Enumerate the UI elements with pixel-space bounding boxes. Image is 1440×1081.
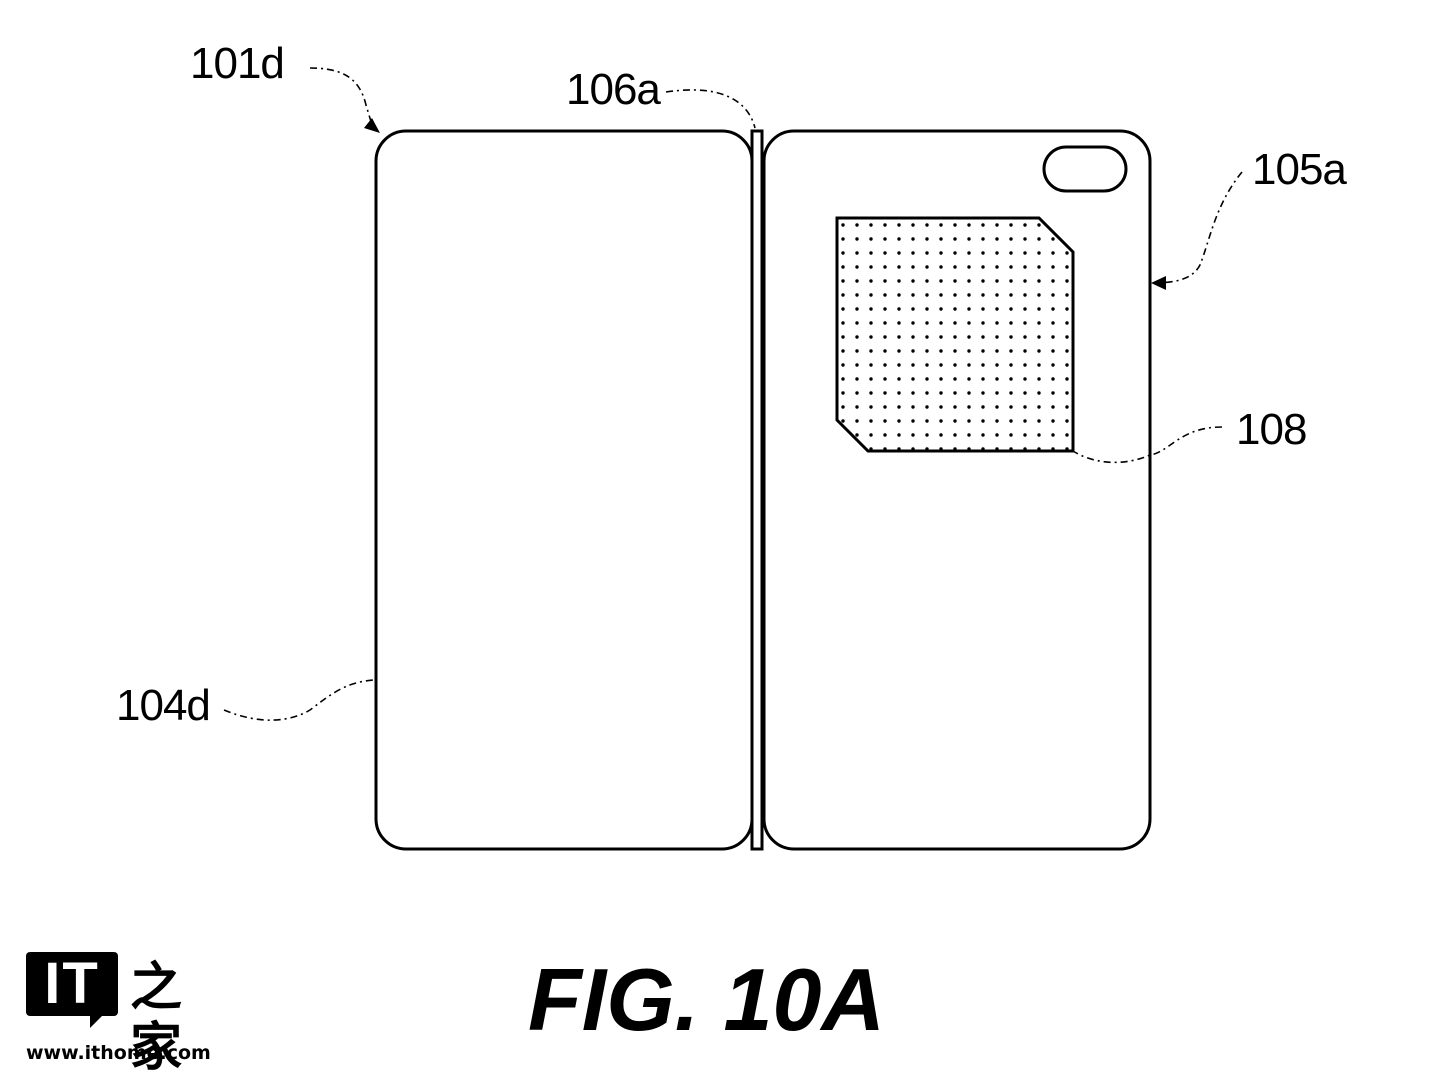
figure-caption: FIG. 10A	[528, 950, 885, 1049]
label-104d: 104d	[116, 681, 210, 730]
label-105a: 105a	[1252, 145, 1347, 194]
left-panel	[374, 129, 754, 851]
leader-101d	[309, 67, 373, 126]
ithome-watermark: IT 之家 www.ithome.com	[26, 951, 226, 1078]
leader-106a	[665, 89, 756, 129]
label-101d: 101d	[190, 39, 284, 88]
arrowhead-105a-icon	[1151, 276, 1166, 290]
arrowhead-101d-icon	[364, 118, 380, 133]
right-panel	[762, 129, 1152, 851]
logo-speech-bubble-icon	[26, 952, 118, 1016]
logo-chinese-text: 之家	[130, 957, 183, 1078]
hinge	[750, 129, 764, 851]
label-108: 108	[1236, 405, 1306, 454]
logo-bubble-tail-icon	[90, 1014, 104, 1028]
logo-url: www.ithome.com	[26, 1042, 211, 1064]
camera-module	[835, 216, 1075, 453]
label-106a: 106a	[566, 65, 661, 114]
leader-108	[1072, 426, 1223, 464]
flash-pill	[1042, 145, 1128, 193]
leader-104d	[223, 679, 375, 721]
leader-105a	[1157, 171, 1243, 284]
logo-it-text: IT	[44, 951, 100, 1016]
